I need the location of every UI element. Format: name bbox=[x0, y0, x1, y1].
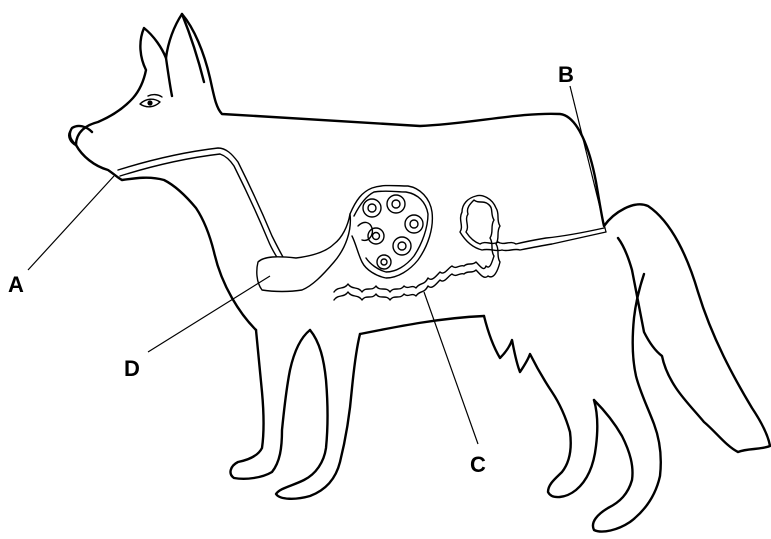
stomach bbox=[257, 214, 351, 292]
label-c: C bbox=[470, 452, 486, 477]
leader-line-b bbox=[570, 86, 606, 232]
dog-outline bbox=[69, 14, 770, 532]
leader-line-a bbox=[28, 176, 114, 270]
label-b: B bbox=[558, 62, 574, 87]
label-a: A bbox=[8, 272, 24, 297]
label-d: D bbox=[124, 356, 140, 381]
leader-line-c bbox=[424, 292, 478, 444]
small-intestine bbox=[350, 186, 432, 279]
leader-line-d bbox=[148, 276, 270, 352]
esophagus bbox=[118, 148, 286, 262]
